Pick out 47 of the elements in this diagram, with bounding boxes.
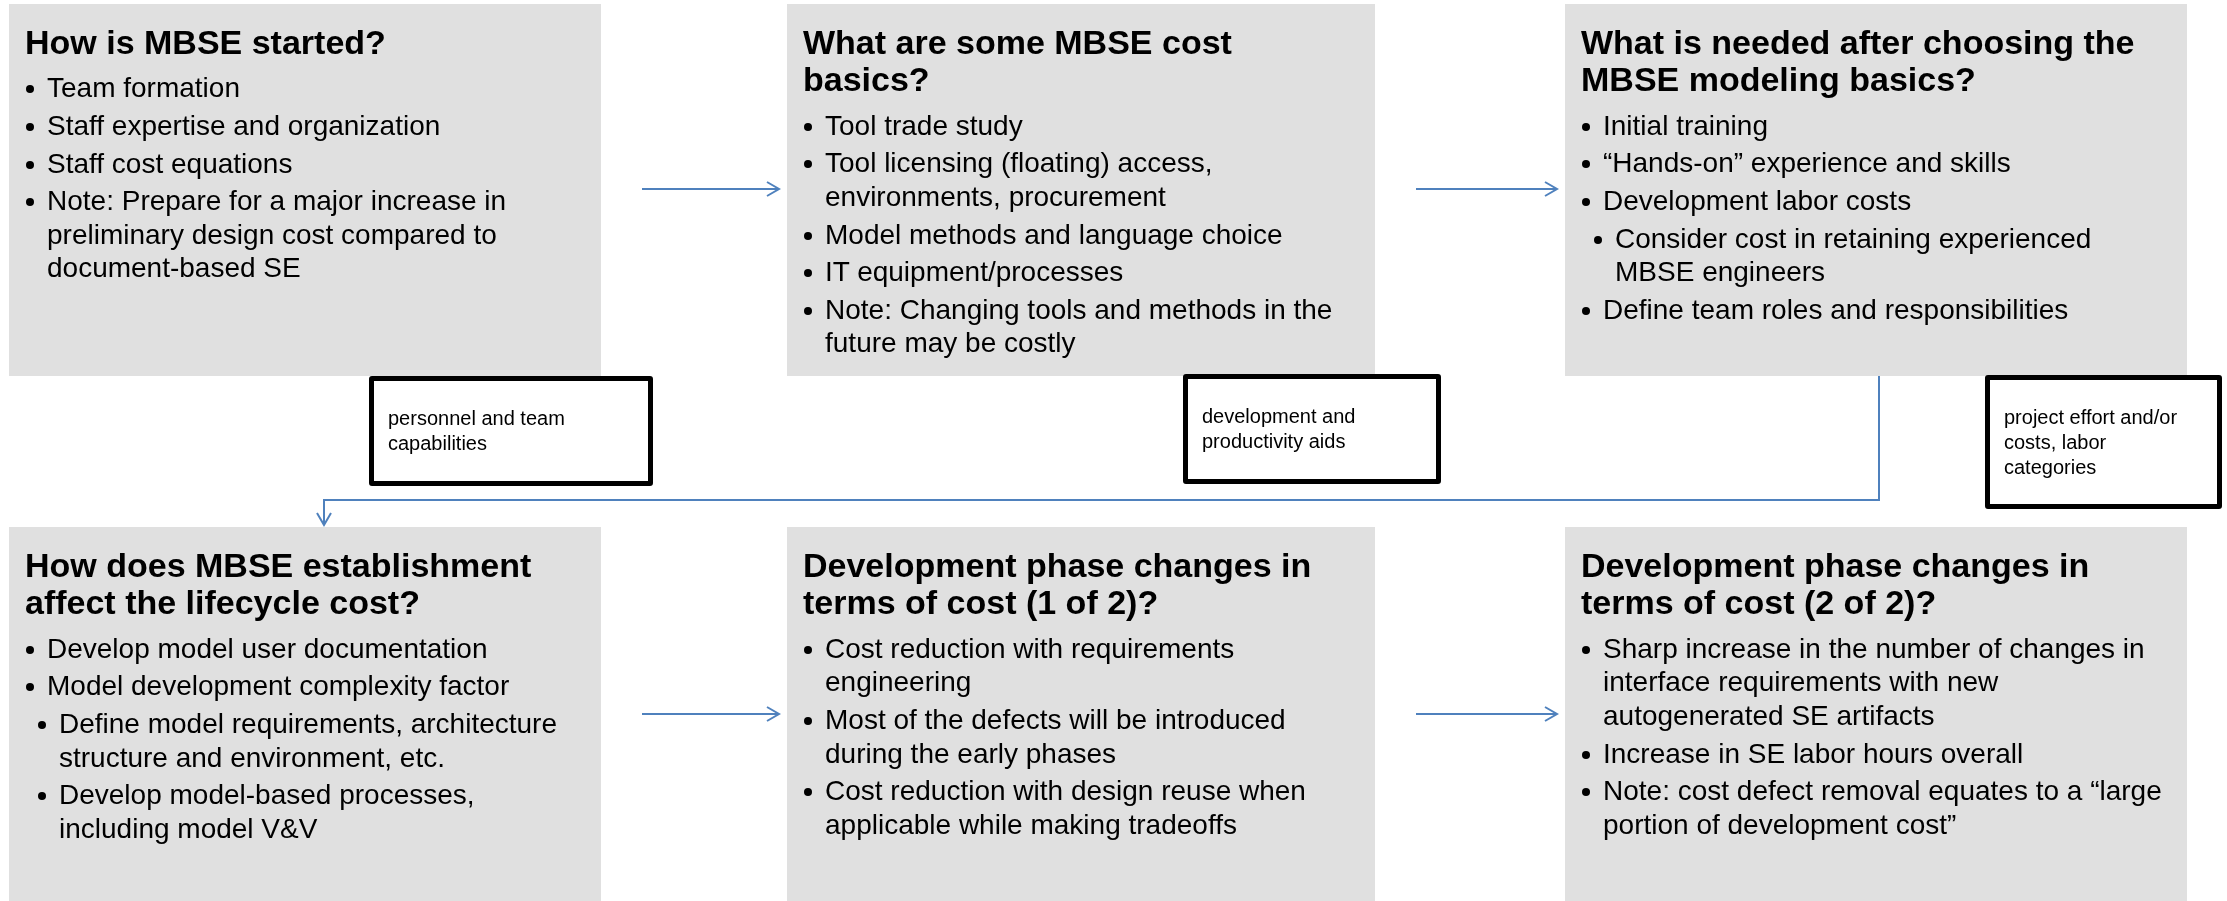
bullet-text: Development labor costs	[1603, 183, 1912, 218]
topic-heading: How does MBSE establishment affect the lifecycle cost?	[25, 547, 533, 622]
bullet-text: Sharp increase in the number of changes in interface requirements with new autogenerated SE artifacts	[1603, 631, 2146, 733]
bullet-text: Model methods and language choice	[825, 217, 1283, 252]
bullet-text: Team formation	[47, 71, 240, 105]
topic-heading: Development phase changes in terms of cost (1 of 2)?	[803, 547, 1313, 622]
bullet-text: Cost reduction with design reuse when applicable while making tradeoffs	[825, 774, 1307, 842]
topic-box	[1565, 527, 2187, 901]
bullet-text: Staff cost equations	[47, 146, 293, 181]
bullet-text: Model development complexity factor	[47, 669, 510, 703]
arrow	[641, 181, 780, 197]
topic-box	[787, 4, 1375, 376]
callout-box	[1183, 374, 1441, 484]
topic-heading: What are some MBSE cost basics?	[803, 24, 1233, 99]
bullet-text: Tool trade study	[825, 108, 1023, 143]
arrow	[1415, 706, 1558, 722]
bullet-text: Define model requirements, architecture structure and environment, etc.	[59, 706, 558, 775]
arrow	[641, 706, 780, 722]
bullet-text: Tool licensing (floating) access, environments, procurement	[825, 146, 1214, 214]
callout-box	[369, 376, 653, 486]
topic-box	[787, 527, 1375, 901]
topic-heading: How is MBSE started?	[25, 24, 387, 62]
bullet-text: Cost reduction with requirements engineering	[825, 631, 1236, 699]
callout-box	[1985, 375, 2222, 509]
bullet-text: Develop model user documentation	[47, 631, 488, 666]
topic-heading: What is needed after choosing the MBSE modeling basics?	[1581, 24, 2136, 99]
bullet-text: Note: Changing tools and methods in the future may be costly	[825, 292, 1334, 360]
arrow	[1415, 181, 1558, 197]
bullet-text: Consider cost in retaining experienced MBSE engineers	[1615, 221, 2093, 289]
bullet-text: Define team roles and responsibilities	[1603, 292, 2069, 327]
callout-text: development and productivity aids	[1202, 404, 1357, 454]
topic-box	[9, 527, 601, 901]
topic-box	[9, 4, 601, 376]
callout-text: personnel and team capabilities	[388, 406, 566, 456]
callout-text: project effort and/or costs, labor categories	[2004, 404, 2179, 480]
bullet-text: Increase in SE labor hours overall	[1603, 736, 2024, 771]
bullet-text: Note: Prepare for a major increase in preliminary design cost compared to document-based SE	[47, 184, 508, 285]
bullet-text: Note: cost defect removal equates to a “large portion of development cost”	[1603, 774, 2163, 842]
bullet-text: Most of the defects will be introduced during the early phases	[825, 702, 1287, 771]
bullet-text: “Hands-on” experience and skills	[1603, 146, 2011, 180]
topic-heading: Development phase changes in terms of cost (2 of 2)?	[1581, 547, 2091, 622]
bullet-text: Staff expertise and organization	[47, 109, 441, 143]
arrow	[316, 375, 1880, 526]
bullet-text: Develop model-based processes, including model V&V	[59, 778, 476, 846]
bullet-text: Initial training	[1603, 108, 1768, 143]
topic-box	[1565, 4, 2187, 376]
bullet-text: IT equipment/processes	[825, 255, 1124, 289]
